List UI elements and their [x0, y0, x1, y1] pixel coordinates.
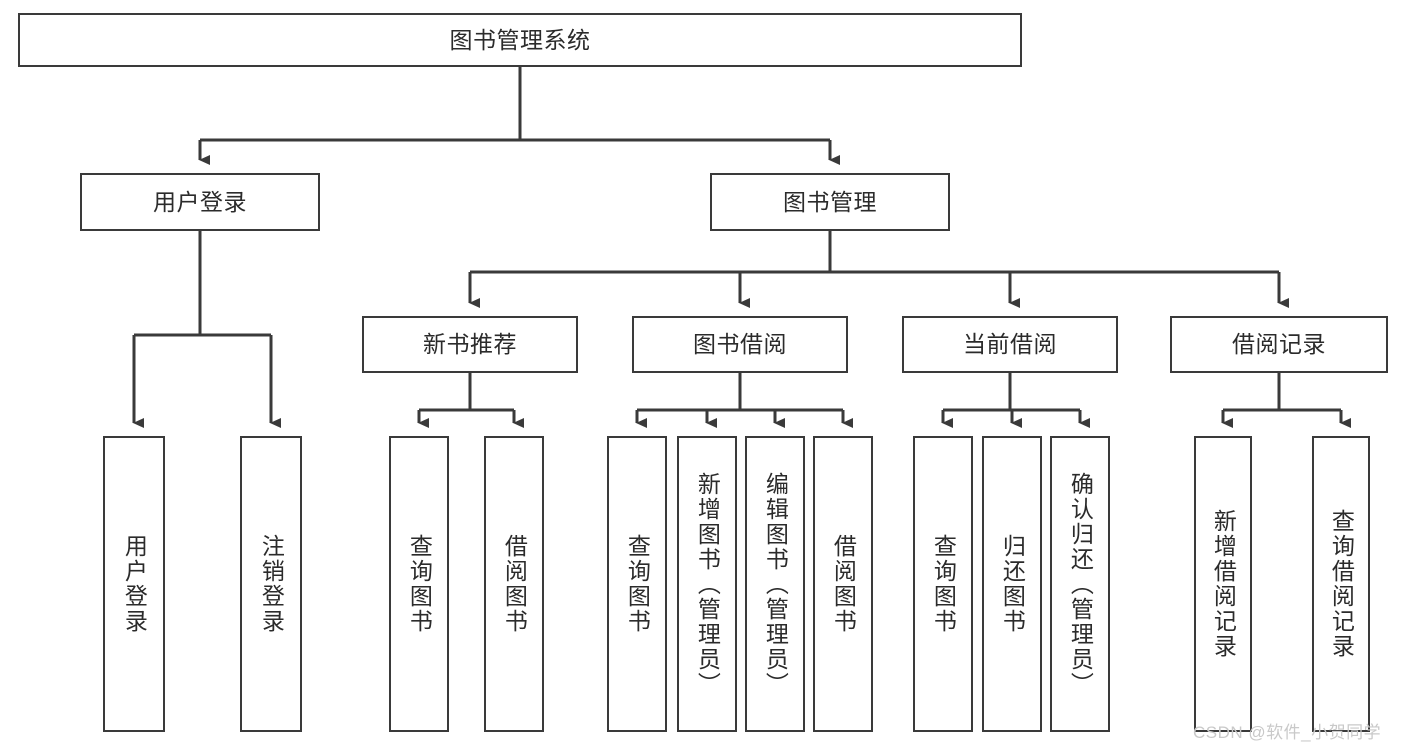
watermark: CSDN @软件_小贺同学	[1193, 718, 1381, 743]
leaf-borrow-lend-book[interactable]: 借阅图书	[813, 436, 873, 732]
node-label: 查询借阅记录	[1328, 509, 1355, 659]
node-label: 新书推荐	[423, 331, 517, 358]
leaf-records-add-record[interactable]: 新增借阅记录	[1194, 436, 1252, 732]
node-label: 注销登录	[258, 534, 285, 634]
leaf-current-return-book[interactable]: 归还图书	[982, 436, 1042, 732]
node-current-borrow[interactable]: 当前借阅	[902, 316, 1118, 373]
leaf-newbook-borrow-book[interactable]: 借阅图书	[484, 436, 544, 732]
node-new-book-recommend[interactable]: 新书推荐	[362, 316, 578, 373]
node-book-borrow[interactable]: 图书借阅	[632, 316, 848, 373]
node-label: 归还图书	[999, 534, 1026, 634]
node-label: 当前借阅	[963, 331, 1057, 358]
node-label: 新增借阅记录	[1210, 509, 1237, 659]
node-label: 查询图书	[930, 534, 957, 634]
node-label: 图书管理	[783, 188, 877, 215]
leaf-user-logout[interactable]: 注销登录	[240, 436, 302, 732]
node-label: 查询图书	[624, 534, 651, 634]
leaf-newbook-query-book[interactable]: 查询图书	[389, 436, 449, 732]
node-label: 借阅记录	[1232, 331, 1326, 358]
node-label: 借阅图书	[501, 534, 528, 634]
leaf-current-query-book[interactable]: 查询图书	[913, 436, 973, 732]
leaf-records-query-record[interactable]: 查询借阅记录	[1312, 436, 1370, 732]
leaf-user-login[interactable]: 用户登录	[103, 436, 165, 732]
node-label: 确认归还（管理员）	[1067, 471, 1094, 697]
node-user-login[interactable]: 用户登录	[80, 173, 320, 231]
node-label: 借阅图书	[830, 534, 857, 634]
leaf-borrow-query-book[interactable]: 查询图书	[607, 436, 667, 732]
node-book-management[interactable]: 图书管理	[710, 173, 950, 231]
node-label: 查询图书	[406, 534, 433, 634]
watermark-text: CSDN @软件_小贺同学	[1193, 723, 1382, 742]
node-label: 编辑图书（管理员）	[762, 471, 789, 697]
node-label: 图书管理系统	[449, 26, 591, 53]
node-label: 图书借阅	[693, 331, 787, 358]
node-label: 用户登录	[121, 534, 148, 634]
node-label: 新增图书（管理员）	[694, 471, 721, 697]
node-label: 用户登录	[153, 188, 247, 215]
node-root[interactable]: 图书管理系统	[18, 13, 1022, 67]
leaf-borrow-edit-book-admin[interactable]: 编辑图书（管理员）	[745, 436, 805, 732]
node-borrow-records[interactable]: 借阅记录	[1170, 316, 1388, 373]
leaf-current-confirm-return-admin[interactable]: 确认归还（管理员）	[1050, 436, 1110, 732]
leaf-borrow-add-book-admin[interactable]: 新增图书（管理员）	[677, 436, 737, 732]
